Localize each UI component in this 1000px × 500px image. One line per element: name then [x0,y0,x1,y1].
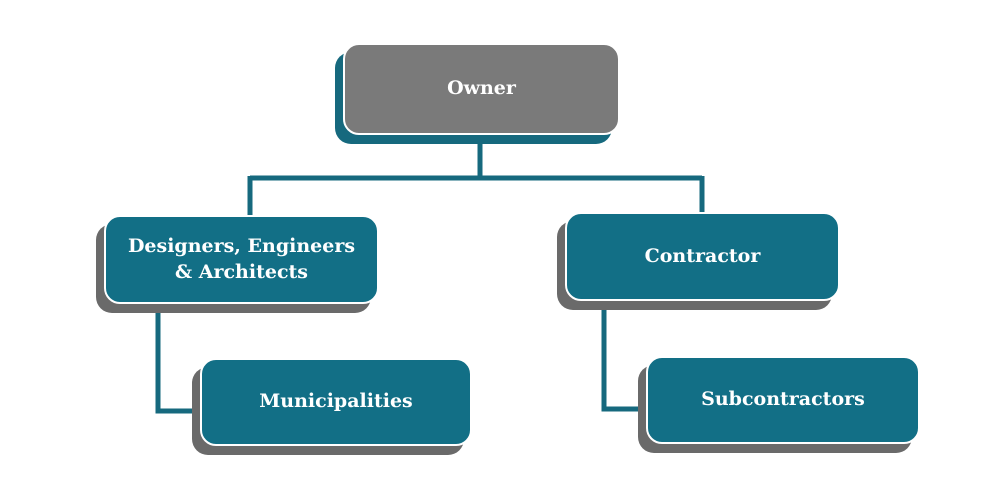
subcontractors-box: Subcontractors [646,356,920,444]
designers-engineers-architects-node[interactable]: Designers, Engineers & Architects [96,215,379,313]
contractor-box: Contractor [565,212,840,301]
municipalities-box: Municipalities [200,358,472,446]
contractor-node[interactable]: Contractor [557,212,840,310]
connector-designers-to-municipalities [155,312,200,414]
connector-contractor-to-subcontractors [601,310,646,412]
owner-box: Owner [343,43,620,135]
connector-owner-to-branches [247,138,705,218]
subcontractors-node[interactable]: Subcontractors [638,356,920,453]
owner-node[interactable]: Owner [335,43,620,144]
owner-label: Owner [447,77,516,100]
municipalities-node[interactable]: Municipalities [192,358,472,455]
designers-label: Designers, Engineers & Architects [127,234,356,283]
contractor-label: Contractor [644,244,761,267]
municipalities-label: Municipalities [259,390,413,413]
subcontractors-label: Subcontractors [701,388,865,411]
designers-box: Designers, Engineers & Architects [104,215,379,304]
